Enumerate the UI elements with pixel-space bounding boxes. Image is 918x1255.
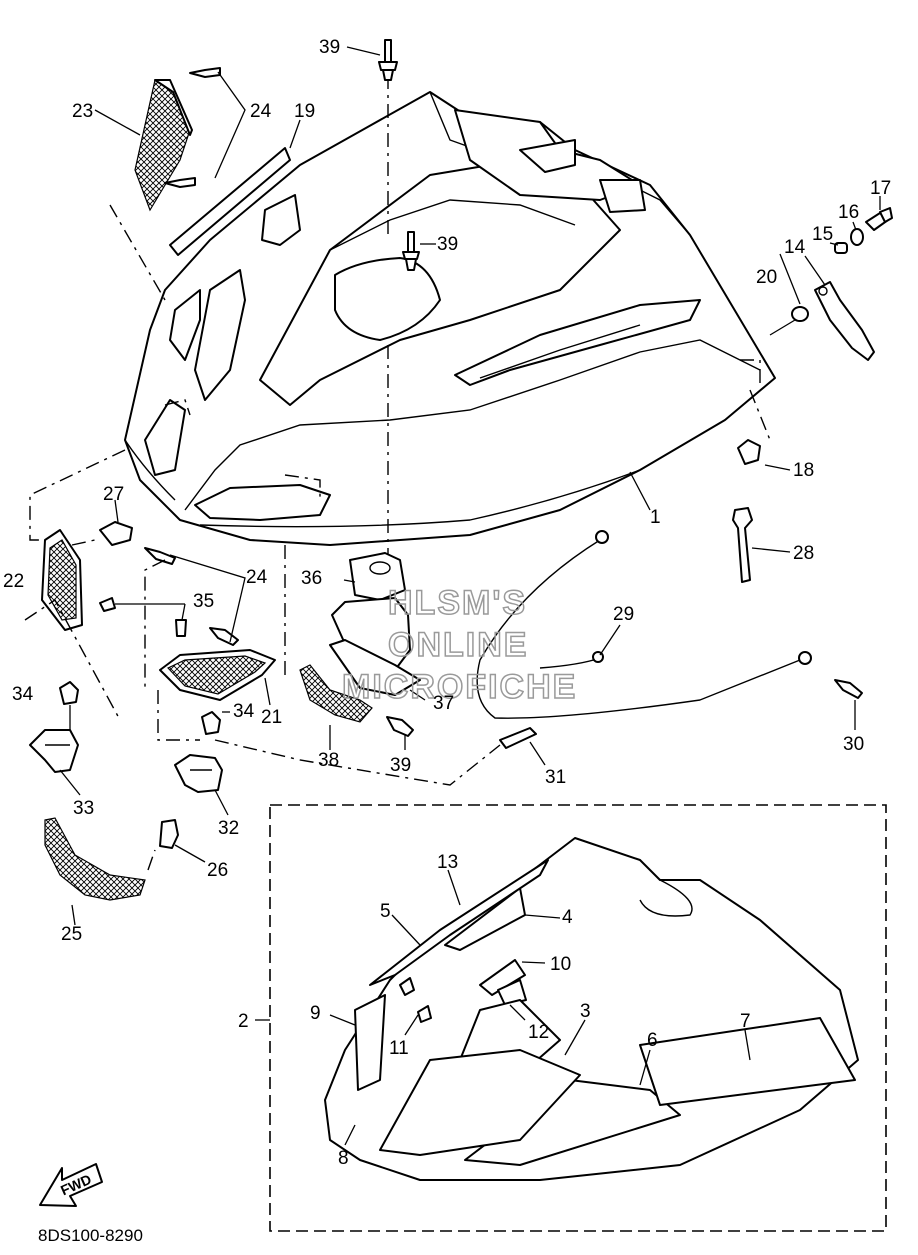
hood-assembly (124, 91, 776, 546)
rivet-26 (159, 819, 179, 849)
cable-tie-28 (732, 507, 753, 583)
callout-31: 31 (545, 767, 566, 788)
callout-12: 12 (528, 1022, 549, 1043)
rivet-39-bottom (386, 716, 414, 737)
bolt-17 (865, 207, 893, 231)
bracket-32 (174, 754, 223, 793)
callout-39-bottom: 39 (390, 755, 411, 776)
bracket-33 (29, 729, 79, 773)
callout-8: 8 (338, 1148, 349, 1169)
screw-35b (175, 619, 187, 637)
callout-23: 23 (72, 101, 93, 122)
callout-4: 4 (562, 907, 573, 928)
callout-14: 14 (784, 237, 806, 258)
duct-23 (134, 79, 193, 212)
push-rivet-39-top (378, 39, 398, 81)
nut-34b (201, 711, 221, 735)
screw-35a (99, 597, 116, 612)
callout-17: 17 (870, 178, 891, 199)
grille-22 (41, 529, 83, 631)
callout-33: 33 (73, 798, 94, 819)
callout-2: 2 (238, 1011, 249, 1032)
watermark-line-1: HLSM'S (388, 584, 527, 622)
callout-38: 38 (318, 750, 339, 771)
callout-20: 20 (756, 267, 777, 288)
callout-6: 6 (647, 1030, 658, 1051)
diagram-code: 8DS100-8290 (38, 1226, 143, 1245)
callout-10: 10 (550, 954, 571, 975)
callout-15: 15 (812, 224, 833, 245)
callout-13: 13 (437, 852, 458, 873)
bracket-14 (814, 281, 875, 361)
callout-7: 7 (740, 1011, 751, 1032)
callout-9: 9 (310, 1003, 321, 1024)
callout-26: 26 (207, 860, 228, 881)
spacer-15 (834, 242, 848, 254)
callout-22: 22 (3, 571, 24, 592)
callout-5: 5 (380, 901, 391, 922)
grille-21 (159, 649, 276, 701)
watermark: HLSM'S ONLINE MICROFICHE (341, 583, 577, 707)
watermark-line-3: MICROFICHE (342, 668, 577, 706)
callout-25: 25 (61, 924, 82, 945)
callout-37: 37 (433, 693, 454, 714)
callout-16: 16 (838, 202, 859, 223)
rivet-24-mid (144, 547, 239, 646)
callout-21: 21 (261, 707, 282, 728)
callout-24-mid: 24 (246, 567, 268, 588)
callout-11: 11 (389, 1038, 409, 1059)
callout-28: 28 (793, 543, 814, 564)
decal-set-2 (324, 837, 859, 1181)
callout-30: 30 (843, 734, 864, 755)
watermark-line-2: ONLINE (388, 626, 528, 664)
callout-18: 18 (793, 460, 814, 481)
nut-34a (59, 681, 79, 705)
rivet-24-top (164, 67, 221, 188)
callout-1: 1 (650, 507, 661, 528)
push-rivet-39-middle (402, 231, 420, 271)
nut-18 (737, 439, 761, 465)
duct-37 (329, 639, 421, 696)
callout-34-left: 34 (12, 684, 34, 705)
callout-34-mid: 34 (233, 701, 255, 722)
clip-27 (99, 521, 133, 546)
collar-20 (791, 306, 809, 322)
callout-32: 32 (218, 818, 239, 839)
callout-19: 19 (294, 101, 315, 122)
trim-19 (169, 147, 291, 256)
callout-36: 36 (301, 568, 322, 589)
washer-16 (850, 228, 864, 246)
duct-38 (299, 664, 373, 723)
duct-25 (44, 817, 146, 901)
callout-29: 29 (613, 604, 634, 625)
callout-39-top: 39 (319, 37, 340, 58)
callout-24-top: 24 (250, 101, 272, 122)
callout-35: 35 (193, 591, 214, 612)
callout-3: 3 (580, 1001, 591, 1022)
cable-assembly (476, 530, 812, 749)
callout-labels: 1 2 3 4 5 6 7 8 9 10 11 12 13 14 15 16 1… (3, 37, 891, 1169)
fwd-arrow-icon: FWD (39, 1163, 103, 1207)
rivet-30 (834, 679, 863, 699)
callout-27: 27 (103, 484, 124, 505)
callout-39-mid: 39 (437, 234, 458, 255)
